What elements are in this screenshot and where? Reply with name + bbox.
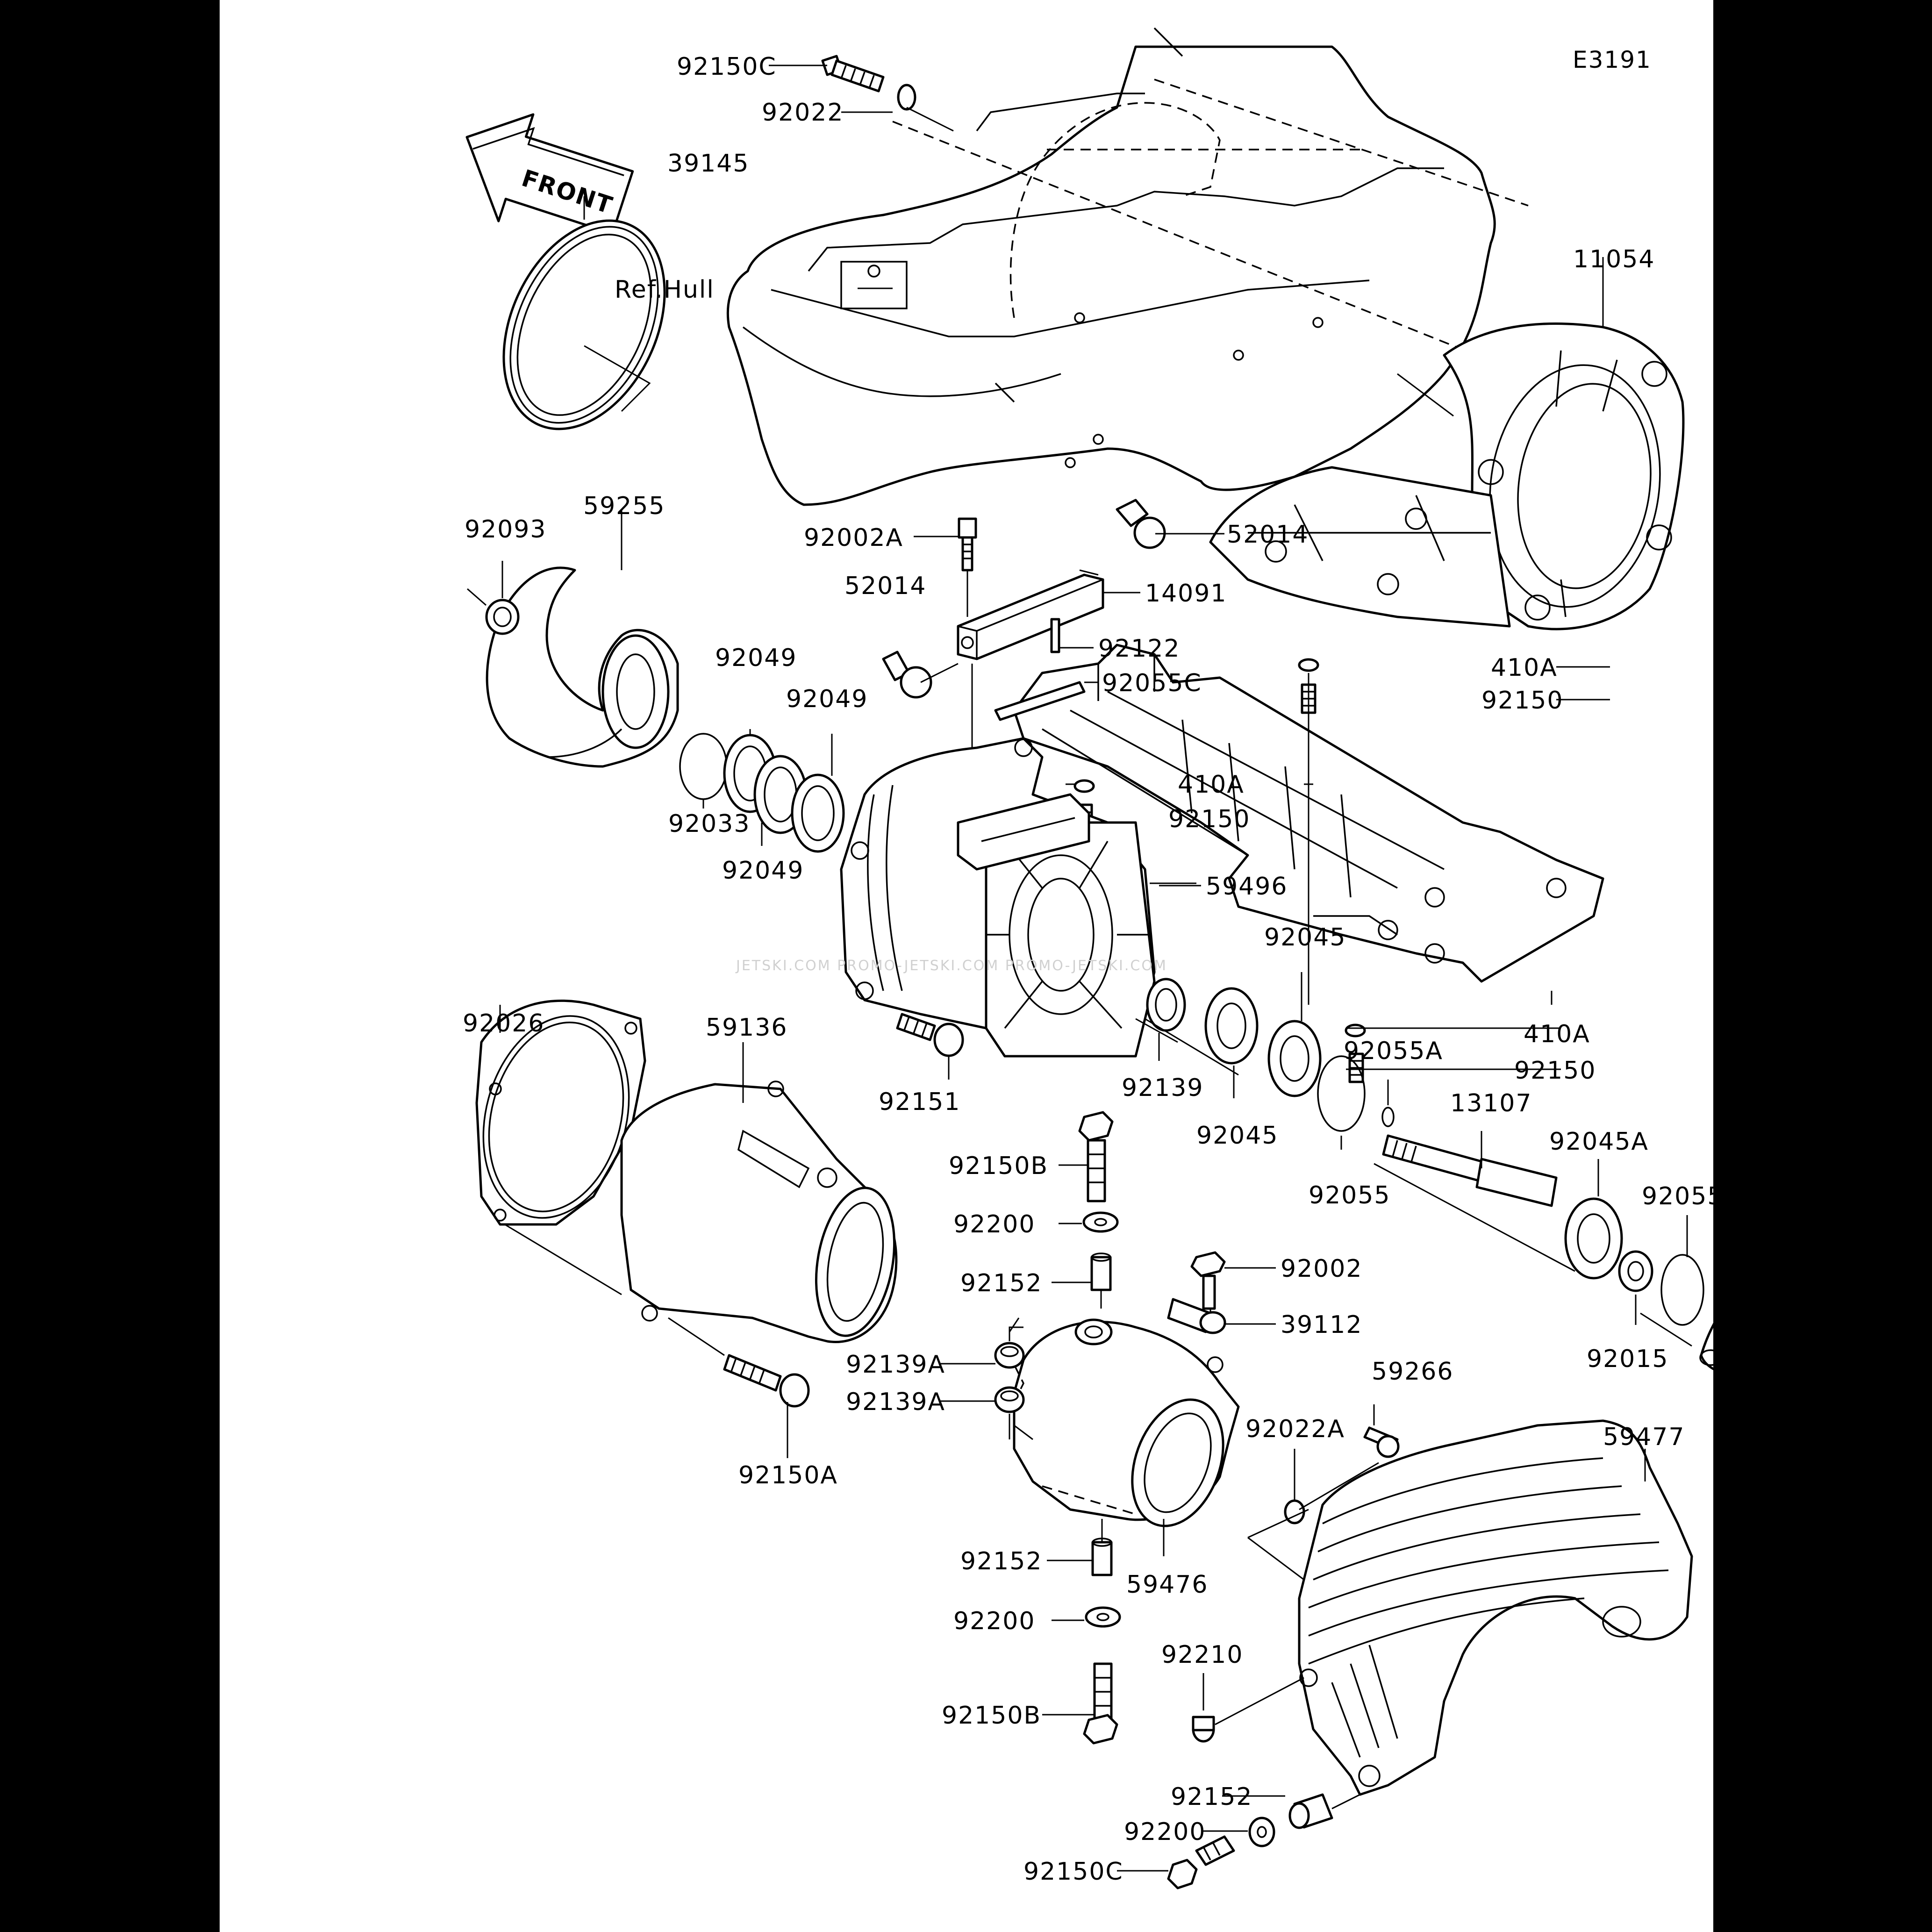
label-92139: 92139 <box>1122 1074 1203 1102</box>
bucket-mount-hardware <box>1167 1793 1360 1889</box>
part-59496-pump-case <box>840 737 1196 1058</box>
label-92049-a: 92049 <box>715 644 797 672</box>
label-92139A-2: 92139A <box>846 1388 945 1416</box>
label-410A-2: 410A <box>1178 771 1245 799</box>
label-92150-1: 92150 <box>1481 687 1563 715</box>
part-92150A-bolt <box>668 1317 810 1458</box>
shaft-bearing-group <box>1564 1159 1704 1347</box>
label-92210: 92210 <box>1161 1641 1243 1669</box>
label-92015: 92015 <box>1587 1345 1668 1373</box>
label-92150B-bot: 92150B <box>942 1702 1041 1730</box>
label-92045-top: 92045 <box>1264 923 1346 952</box>
label-11054: 11054 <box>1573 245 1655 273</box>
label-92055: 92055 <box>1309 1181 1390 1209</box>
label-92022A: 92022A <box>1245 1415 1345 1443</box>
label-14091: 14091 <box>1145 580 1227 608</box>
label-92055C: 92055C <box>1102 669 1202 697</box>
part-13107-shaft <box>1374 1131 1575 1272</box>
label-92151: 92151 <box>879 1088 960 1116</box>
part-59255-impeller <box>486 509 679 768</box>
hull-reference <box>726 27 1547 506</box>
bushings-92139A <box>994 1326 1025 1439</box>
label-92200-bot: 92200 <box>1124 1818 1206 1846</box>
parts-diagram: E3191 FRONT <box>463 27 1713 1889</box>
label-92139A-1: 92139A <box>846 1351 945 1379</box>
label-39112: 39112 <box>1281 1311 1362 1339</box>
label-92150B-top: 92150B <box>949 1152 1048 1180</box>
upper-steering-stack <box>1078 1111 1119 1309</box>
label-92152-mid: 92152 <box>960 1547 1042 1575</box>
label-92055A: 92055A <box>1344 1037 1443 1065</box>
label-410A-3: 410A <box>1524 1020 1590 1048</box>
label-92049-c: 92049 <box>722 857 804 885</box>
label-92026: 92026 <box>463 1009 544 1038</box>
label-92150C-bot: 92150C <box>1023 1858 1123 1886</box>
label-92152-bot: 92152 <box>1171 1783 1252 1811</box>
label-59266: 59266 <box>1372 1358 1453 1386</box>
diagram-sheet: E3191 FRONT <box>220 0 1713 1932</box>
label-39145: 39145 <box>667 150 749 178</box>
label-59477: 59477 <box>1603 1423 1685 1451</box>
label-92045A: 92045A <box>1549 1128 1649 1156</box>
lower-steering-stack <box>1083 1519 1121 1745</box>
top-bolt <box>821 55 954 132</box>
watermark-text: JETSKI.COM PROMO-JETSKI.COM PROMO-JETSKI… <box>735 958 1167 974</box>
label-59496: 59496 <box>1206 873 1288 901</box>
label-92002: 92002 <box>1281 1255 1362 1283</box>
part-92210-bushing <box>1192 1673 1304 1743</box>
part-14091-block <box>882 499 1166 832</box>
part-59136-nozzle <box>620 1042 898 1343</box>
part-39145-ring <box>502 196 666 430</box>
steering-bracket-hardware <box>1167 1251 1226 1334</box>
label-92033: 92033 <box>668 810 750 838</box>
label-92200-top: 92200 <box>953 1210 1035 1238</box>
label-92150-2: 92150 <box>1168 805 1250 833</box>
diagram-code: E3191 <box>1573 46 1652 73</box>
label-52014-left: 52014 <box>844 572 926 600</box>
label-92150A: 92150A <box>738 1461 838 1489</box>
leader-lines <box>769 64 1610 1872</box>
label-59255: 59255 <box>583 492 665 520</box>
part-11065-cap <box>1699 1323 1713 1371</box>
part-59476-steering-nozzle <box>1009 1317 1240 1556</box>
label-92122: 92122 <box>1098 635 1180 663</box>
part-92093-nut <box>467 561 520 635</box>
label-92055B: 92055B <box>1642 1182 1713 1210</box>
label-410A-1: 410A <box>1491 654 1558 682</box>
label-92150-3: 92150 <box>1514 1057 1596 1085</box>
label-59476: 59476 <box>1126 1571 1208 1599</box>
part-11054-housing <box>1209 257 1685 630</box>
part-labels: 92150C 92022 39145 Ref.Hull 11054 92093 … <box>463 53 1713 1886</box>
label-92049-b: 92049 <box>786 685 868 713</box>
label-92150C-top: 92150C <box>677 53 777 81</box>
label-92152-top: 92152 <box>960 1269 1042 1297</box>
bearings-group <box>1145 972 1395 1150</box>
label-59136: 59136 <box>706 1014 787 1042</box>
label-92200-mid: 92200 <box>953 1607 1035 1635</box>
label-92045-bot: 92045 <box>1196 1122 1278 1150</box>
part-92151-bolt <box>896 1013 964 1080</box>
seals-group <box>679 729 845 853</box>
label-ref-hull: Ref.Hull <box>615 276 715 304</box>
label-92002A: 92002A <box>804 524 903 552</box>
label-52014-right: 52014 <box>1227 521 1309 549</box>
label-92022: 92022 <box>762 99 844 127</box>
label-13107: 13107 <box>1450 1089 1532 1117</box>
part-59477-reverse-bucket <box>1247 1419 1693 1796</box>
label-92093: 92093 <box>465 515 546 544</box>
